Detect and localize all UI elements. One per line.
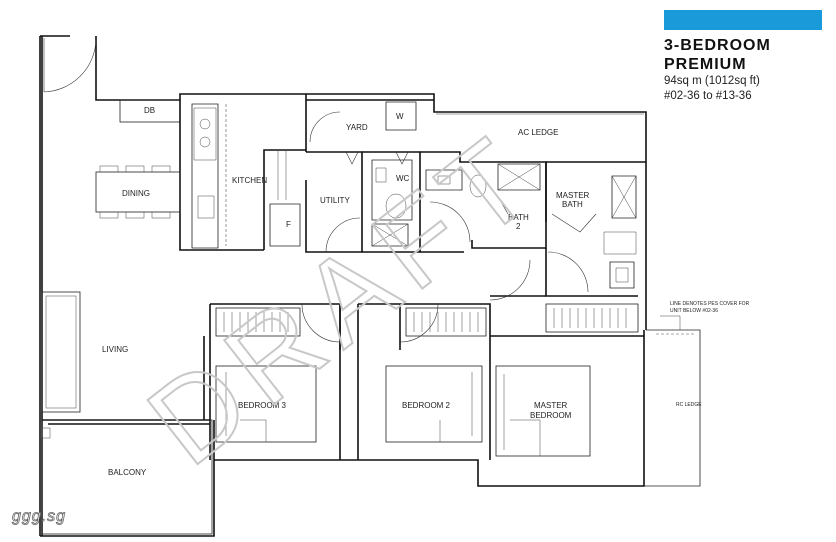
wardrobe-bedroom2 bbox=[405, 307, 487, 337]
dining-table bbox=[95, 165, 181, 219]
bedroom-doors bbox=[301, 259, 531, 343]
bed-bedroom3 bbox=[215, 365, 317, 443]
label-utility: UTILITY bbox=[320, 196, 350, 205]
rc-ledge bbox=[644, 315, 701, 487]
accent-bar bbox=[664, 10, 822, 30]
kitchen-walls bbox=[179, 100, 306, 251]
label-bath2-1: BATH bbox=[508, 213, 529, 222]
unit-type-title: 3-BEDROOM bbox=[664, 37, 771, 54]
label-master-bath-2: BATH bbox=[562, 200, 583, 209]
label-ac-ledge: AC LEDGE bbox=[518, 128, 558, 137]
wardrobe-master bbox=[545, 303, 639, 333]
label-wc: WC bbox=[396, 174, 410, 183]
label-kitchen: KITCHEN bbox=[232, 176, 267, 185]
label-bath2-2: 2 bbox=[516, 222, 521, 231]
label-yard: YARD bbox=[346, 123, 368, 132]
balcony bbox=[41, 419, 213, 535]
label-master-bath-1: MASTER bbox=[556, 191, 590, 200]
living-sofa bbox=[41, 291, 81, 413]
label-dining: DINING bbox=[122, 189, 150, 198]
label-bedroom2: BEDROOM 2 bbox=[402, 401, 451, 410]
label-living: LIVING bbox=[102, 345, 128, 354]
label-master-bedroom-2: BEDROOM bbox=[530, 411, 572, 420]
bedroom-walls bbox=[203, 295, 644, 460]
wardrobe-bedroom3 bbox=[215, 307, 301, 337]
note-pes-line1: LINE DENOTES PES COVER FOR bbox=[670, 301, 750, 307]
title-block: 3-BEDROOM PREMIUM 94sq m (1012sq ft) #02… bbox=[664, 36, 834, 104]
label-f: F bbox=[286, 220, 291, 229]
unit-area: 94sq m (1012sq ft) bbox=[664, 75, 760, 87]
yard-utility-walls bbox=[305, 94, 434, 253]
draft-watermark: DRAFT bbox=[125, 107, 563, 490]
label-balcony: BALCONY bbox=[108, 468, 147, 477]
site-watermark: ggg.sg bbox=[12, 508, 67, 526]
entrance-door bbox=[43, 38, 97, 93]
label-master-bedroom-1: MASTER bbox=[534, 401, 568, 410]
label-w: W bbox=[396, 112, 404, 121]
note-pes-line2: UNIT BELOW #02-36 bbox=[670, 308, 718, 314]
bed-bedroom2 bbox=[385, 365, 483, 443]
label-db: DB bbox=[144, 106, 155, 115]
master-bath-walls bbox=[545, 161, 646, 297]
label-rc-ledge: RC LEDGE bbox=[676, 402, 702, 408]
unit-type-subtitle: PREMIUM bbox=[664, 56, 747, 73]
unit-numbers: #02-36 to #13-36 bbox=[664, 90, 752, 102]
label-bedroom3: BEDROOM 3 bbox=[238, 401, 287, 410]
bed-master bbox=[495, 365, 591, 457]
